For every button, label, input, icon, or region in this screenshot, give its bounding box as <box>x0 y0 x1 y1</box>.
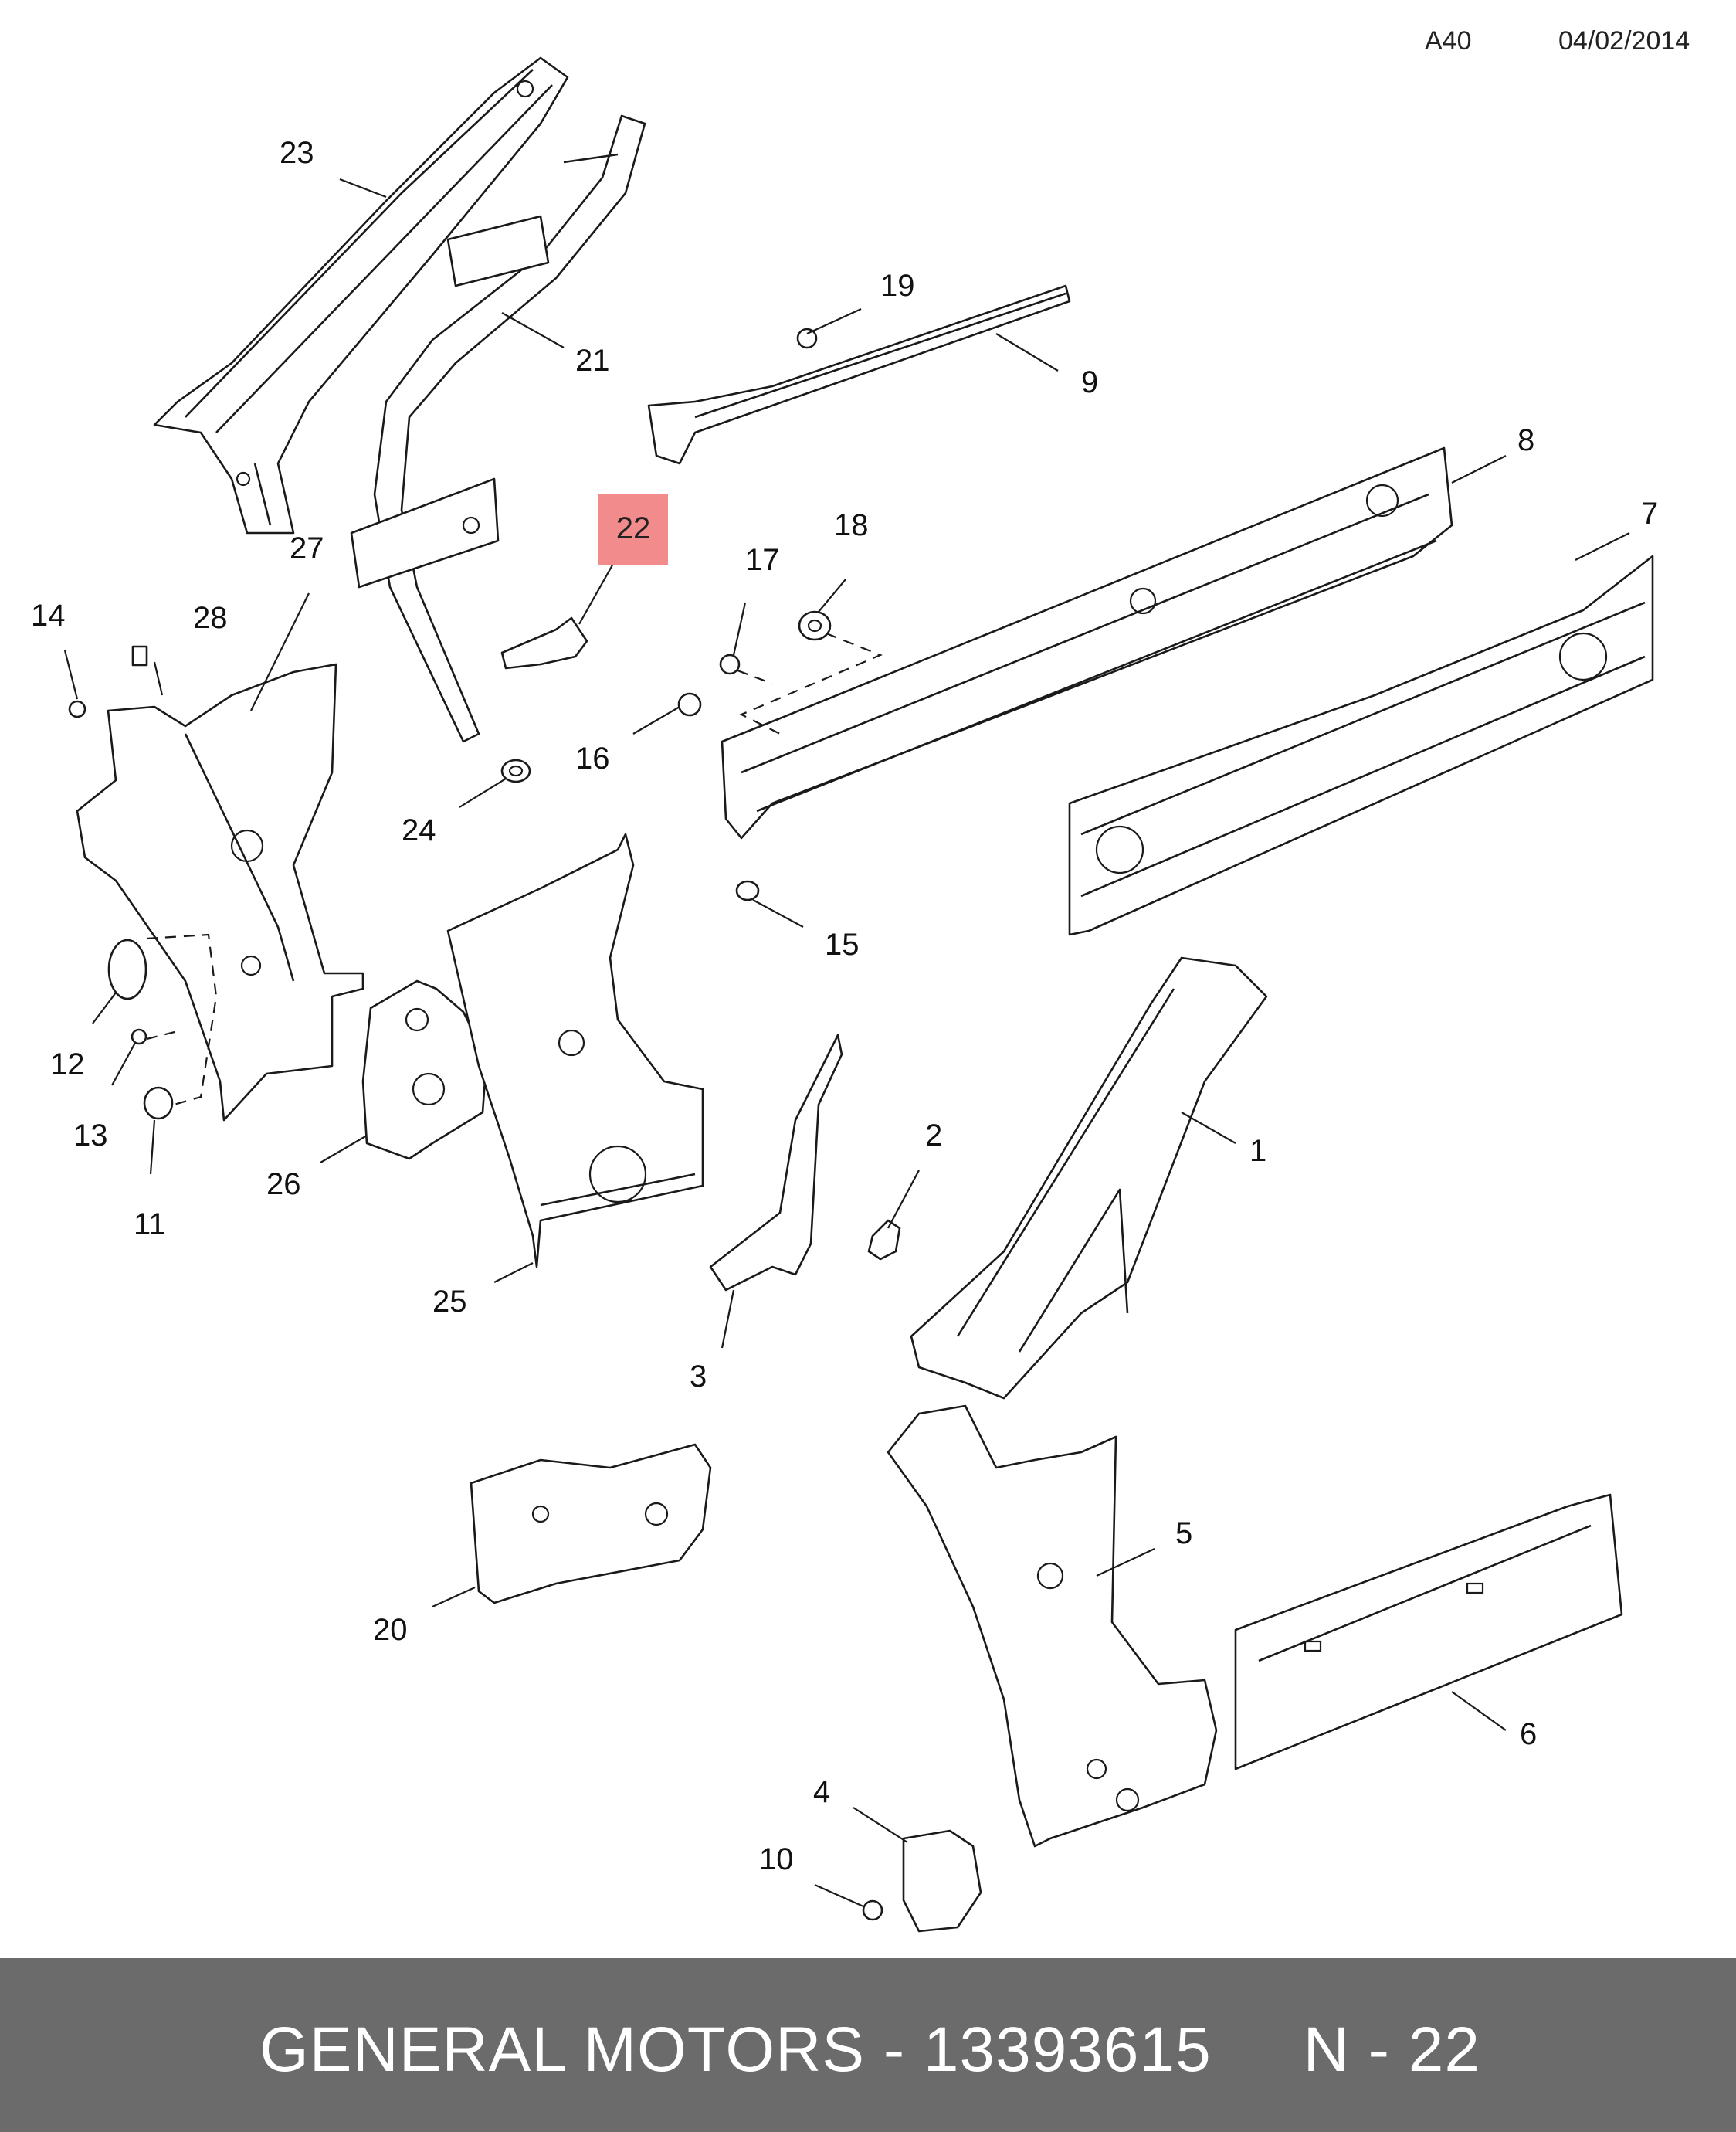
callout-24[interactable]: 24 <box>402 813 436 847</box>
callout-2[interactable]: 2 <box>925 1119 943 1153</box>
callout-5[interactable]: 5 <box>1175 1516 1193 1550</box>
clip-15 <box>735 880 760 901</box>
grommet-12 <box>107 939 147 1000</box>
part-5-pillar-lower <box>887 1404 1218 1848</box>
part-24-grommet <box>500 759 531 783</box>
leader-lines <box>63 178 1630 1908</box>
callout-26[interactable]: 26 <box>266 1167 301 1201</box>
callout-1[interactable]: 1 <box>1249 1134 1267 1168</box>
exploded-view-drawing <box>63 56 1654 1933</box>
clip-10 <box>862 1899 883 1921</box>
callout-16[interactable]: 16 <box>575 742 610 776</box>
part-1-pillar <box>910 956 1268 1400</box>
callout-27[interactable]: 27 <box>290 531 324 565</box>
grommet-13 <box>131 1028 147 1045</box>
callout-28[interactable]: 28 <box>193 601 228 635</box>
part-23-rail <box>153 56 569 535</box>
part-4-bracket <box>902 1829 982 1933</box>
callout-12[interactable]: 12 <box>50 1047 85 1081</box>
callout-15[interactable]: 15 <box>825 928 860 962</box>
callout-6[interactable]: 6 <box>1520 1717 1538 1751</box>
callout-21[interactable]: 21 <box>575 344 610 378</box>
callout-19[interactable]: 19 <box>880 269 915 303</box>
diagram-code: A40 <box>1425 26 1472 56</box>
part-20-bracket <box>470 1443 712 1604</box>
clip-17 <box>719 654 741 675</box>
part-21-pillar <box>350 114 646 743</box>
callout-14[interactable]: 14 <box>31 599 66 633</box>
part-26-bracket <box>361 979 488 1160</box>
callout-11[interactable]: 11 <box>134 1207 166 1241</box>
callout-3[interactable]: 3 <box>690 1360 707 1394</box>
part-2-clip <box>867 1219 901 1261</box>
diagram-date: 04/02/2014 <box>1558 26 1690 56</box>
callout-4[interactable]: 4 <box>813 1775 831 1809</box>
part-27-hinge-pillar <box>76 663 364 1122</box>
footer-part-number: GENERAL MOTORS - 13393615 N - 22 <box>259 2015 1480 2085</box>
clip-16 <box>677 692 702 717</box>
clip-28 <box>131 645 148 667</box>
part-6-rail <box>1234 1493 1623 1770</box>
callout-13[interactable]: 13 <box>73 1119 108 1153</box>
callout-23[interactable]: 23 <box>280 136 314 170</box>
callout-8[interactable]: 8 <box>1517 423 1535 457</box>
part-7-rocker-outer <box>1068 555 1654 936</box>
callout-20[interactable]: 20 <box>373 1613 408 1647</box>
part-9-strip <box>647 284 1071 465</box>
clip-18 <box>798 610 832 641</box>
callout-17[interactable]: 17 <box>745 543 780 577</box>
callout-7[interactable]: 7 <box>1641 497 1659 531</box>
highlighted-callout[interactable]: 22 <box>598 494 668 565</box>
callout-10[interactable]: 10 <box>759 1842 794 1876</box>
footer-bar: GENERAL MOTORS - 13393615 N - 22 <box>0 1958 1736 2132</box>
highlighted-callout-number: 22 <box>615 511 651 545</box>
parts-diagram: A40 04/02/2014 22 23 21 19 9 8 7 18 17 1… <box>31 26 1690 1933</box>
part-22-bracket <box>500 616 588 670</box>
callout-9[interactable]: 9 <box>1081 365 1099 399</box>
callout-18[interactable]: 18 <box>834 508 869 542</box>
callout-25[interactable]: 25 <box>432 1285 467 1319</box>
clip-19 <box>796 328 818 349</box>
clip-14 <box>68 700 86 718</box>
part-25-b-pillar <box>446 833 704 1268</box>
grommet-11 <box>143 1086 174 1120</box>
part-3-bracket <box>709 1034 843 1292</box>
part-8-rocker-inner <box>721 446 1453 840</box>
